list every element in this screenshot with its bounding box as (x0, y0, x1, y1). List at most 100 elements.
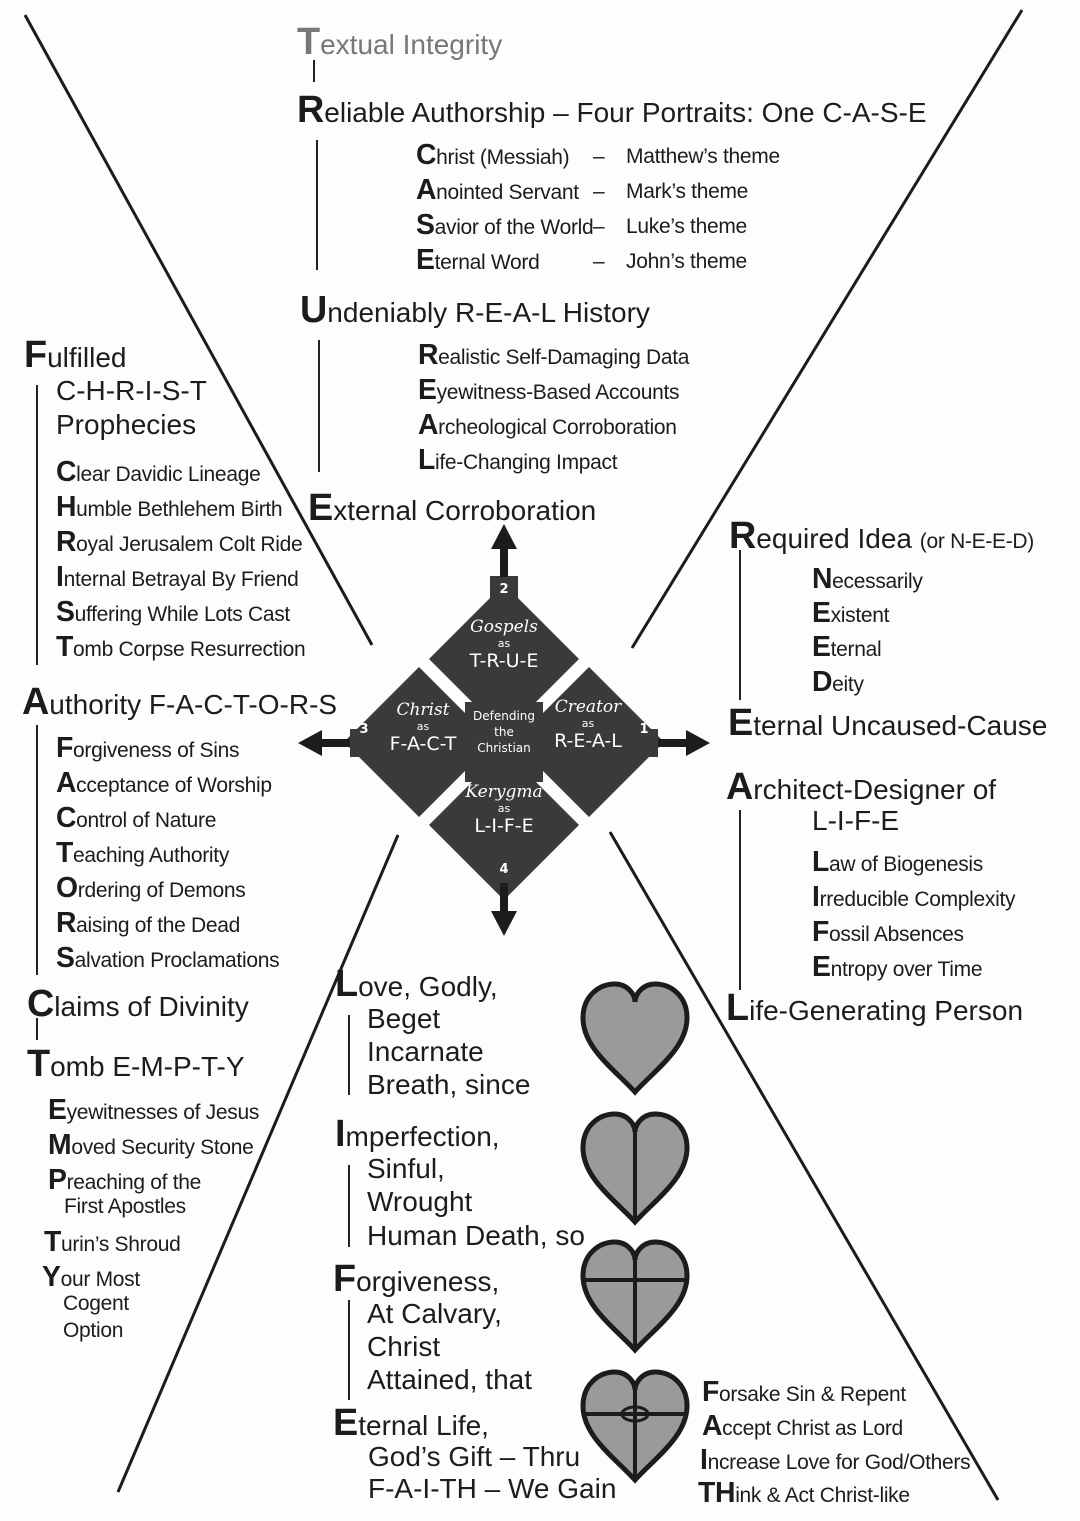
portrait-row: Anointed Servant (416, 174, 579, 206)
empty-item: Moved Security Stone (48, 1129, 254, 1161)
love-heading: Love, Godly, (335, 963, 498, 1005)
line-required (739, 550, 741, 700)
line-love (348, 1015, 350, 1095)
imperfection-line: Human Death, so (367, 1220, 585, 1251)
undeniably-real-history: Undeniably R-E-A-L History (300, 289, 650, 331)
portrait-theme: Luke’s theme (626, 215, 747, 238)
tile-top (429, 584, 579, 734)
tab-4 (490, 855, 518, 883)
factor-item: Raising of the Dead (56, 907, 241, 939)
empty-item: Turin’s Shroud (44, 1226, 181, 1258)
empty-item-line2: First Apostles (64, 1195, 186, 1218)
factor-item: Salvation Proclamations (56, 942, 280, 974)
heart-2 (580, 1111, 690, 1226)
christ-item: Suffering While Lots Cast (56, 596, 290, 628)
tile-core (465, 702, 543, 782)
reliable-authorship: Reliable Authorship – Four Portraits: On… (297, 89, 927, 131)
need-item: Deity (812, 666, 864, 698)
fulfilled-line2: C-H-R-I-S-T (56, 375, 207, 406)
tile-bottom-as: as (497, 802, 511, 815)
core-line: Christian (477, 741, 531, 756)
faith-item: Forsake Sin & Repent (702, 1376, 906, 1408)
portrait-row: Christ (Messiah) (416, 139, 570, 171)
required-idea: Required Idea (or N-E-E-D) (729, 515, 1034, 557)
need-item: Existent (812, 597, 890, 629)
tile-right-label: Creator as R-E-A-L (538, 697, 638, 752)
line-reliable (316, 140, 318, 270)
tile-right-code: R-E-A-L (554, 730, 622, 752)
life-generating-person: Life-Generating Person (726, 987, 1024, 1029)
tab-3 (350, 729, 378, 757)
forgiveness-line: Christ (367, 1331, 441, 1362)
authority-heading: Authority F-A-C-T-O-R-S (22, 681, 338, 723)
x-line-bottom-left (116, 834, 400, 1493)
tile-left-title: Christ (396, 700, 450, 720)
tile-right-title: Creator (554, 697, 622, 717)
factor-item: Control of Nature (56, 802, 217, 834)
arrow-left-head (298, 730, 322, 756)
arrow-up-shaft (500, 547, 508, 577)
arrow-right-head (686, 730, 710, 756)
eternal-life-heading: Eternal Life, (333, 1402, 489, 1444)
imperfection-line: Sinful, (367, 1153, 445, 1184)
portrait-dash: – (593, 250, 605, 273)
empty-item: Your Most (42, 1261, 140, 1293)
portrait-theme: Mark’s theme (626, 180, 749, 203)
claims-of-divinity: Claims of Divinity (27, 983, 249, 1025)
real-item: Eyewitness-Based Accounts (418, 374, 680, 406)
x-line-top-right (630, 9, 1024, 649)
x-line-top-left (23, 14, 374, 646)
christ-item: Clear Davidic Lineage (56, 456, 261, 488)
tab-1 (630, 729, 658, 757)
portrait-dash: – (593, 215, 605, 238)
fulfilled-line3: Prophecies (56, 409, 197, 440)
faith-item: Accept Christ as Lord (702, 1410, 903, 1442)
real-item: Realistic Self-Damaging Data (418, 339, 690, 371)
tab-4-label: 4 (499, 862, 509, 877)
tile-top-label: Gospels as T-R-U-E (454, 617, 554, 672)
faith-item: THink & Act Christ-like (698, 1477, 910, 1509)
portrait-dash: – (593, 180, 605, 203)
need-item: Necessarily (812, 563, 923, 595)
need-item: Eternal (812, 631, 882, 663)
portrait-theme: Matthew’s theme (626, 145, 780, 168)
core-label: Defending the Christian (466, 708, 542, 757)
tile-left-code: F-A-C-T (389, 733, 457, 755)
tomb-empty: Tomb E-M-P-T-Y (27, 1043, 245, 1085)
tab-3-label: 3 (359, 722, 369, 737)
christ-item: Royal Jerusalem Colt Ride (56, 526, 303, 558)
factor-item: Ordering of Demons (56, 872, 246, 904)
fulfilled-heading: Fulfilled (24, 334, 127, 376)
christ-item: Humble Bethlehem Birth (56, 491, 283, 523)
portrait-theme: John’s theme (626, 250, 747, 273)
tab-2 (490, 576, 518, 604)
portrait-dash: – (593, 145, 605, 168)
line-fulfilled (36, 385, 38, 665)
portrait-row: Savior of the World (416, 209, 594, 241)
christ-item: Tomb Corpse Resurrection (56, 631, 306, 663)
life-item: Fossil Absences (812, 916, 964, 948)
life-item: Entropy over Time (812, 951, 983, 983)
eternal-life-line: God’s Gift – Thru (368, 1441, 581, 1472)
tab-1-label: 1 (639, 722, 649, 737)
core-line: Defending (472, 709, 535, 723)
portrait-row: Eternal Word (416, 244, 540, 276)
core-line: the (494, 725, 514, 740)
heart-1 (580, 981, 690, 1096)
line-textual (313, 60, 315, 82)
line-authority (36, 725, 38, 975)
love-line: Breath, since (367, 1069, 531, 1100)
empty-item: Eyewitnesses of Jesus (48, 1094, 260, 1126)
love-line: Incarnate (367, 1036, 484, 1067)
love-line: Beget (367, 1003, 441, 1034)
tile-top-code: T-R-U-E (469, 650, 539, 672)
faith-item: Increase Love for God/Others (700, 1444, 971, 1476)
real-item: Life-Changing Impact (418, 444, 618, 476)
factor-item: Acceptance of Worship (56, 767, 272, 799)
empty-item-line3: Option (63, 1319, 124, 1342)
tile-right (514, 667, 664, 817)
textual-integrity: Textual Integrity (297, 21, 503, 63)
arrow-right-shaft (658, 739, 688, 747)
